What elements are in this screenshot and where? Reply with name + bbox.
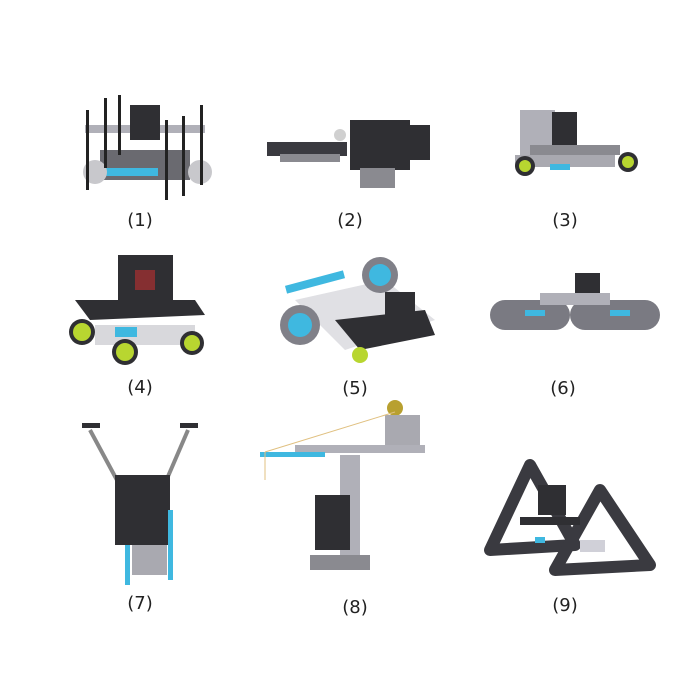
robot-5-image: (5) [265, 250, 465, 410]
robot-8-label: (8) [342, 597, 368, 618]
robot-1-illustration [83, 95, 212, 200]
robot-9-illustration [484, 459, 656, 576]
robot-4-label: (4) [127, 377, 153, 398]
robot-8-image: (8) [255, 400, 455, 618]
robot-3-image: (3) [480, 80, 680, 240]
robot-1-label: (1) [127, 210, 153, 231]
robot-7-label: (7) [127, 593, 153, 614]
robot-1-image: (1) [60, 80, 260, 240]
robot-7-image: (7) [70, 415, 270, 614]
robot-3-label: (3) [552, 210, 578, 231]
robot-9-label: (9) [552, 595, 578, 616]
robot-5-label: (5) [342, 378, 368, 399]
robot-7-illustration [82, 423, 198, 585]
robot-6-image: (6) [480, 265, 680, 425]
robot-6-label: (6) [550, 378, 576, 399]
robot-4-image: (4) [60, 245, 260, 405]
robot-5-illustration [280, 257, 435, 363]
robot-9-image: (9) [480, 455, 680, 616]
robot-2-label: (2) [337, 210, 363, 231]
robot-4-illustration [69, 255, 205, 365]
robot-6-illustration [490, 273, 660, 330]
robot-3-illustration [515, 110, 638, 176]
robot-2-image: (2) [255, 80, 455, 240]
robot-8-illustration [260, 400, 425, 570]
robot-2-illustration [267, 120, 430, 188]
